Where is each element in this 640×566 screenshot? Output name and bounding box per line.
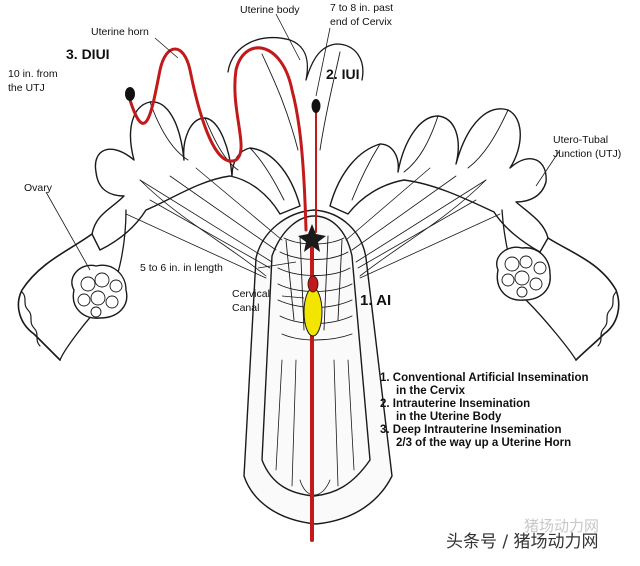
left-ovary [71, 264, 128, 319]
label-cervical-1: Cervical [232, 288, 270, 300]
label-iui: 2. IUI [326, 66, 360, 82]
iui-deposit [311, 99, 321, 113]
label-length: 5 to 6 in. in length [140, 262, 223, 274]
right-oviduct [547, 237, 620, 361]
semen-deposit [303, 287, 323, 337]
label-past-cervix-1: 7 to 8 in. past [330, 2, 394, 14]
right-ovary [496, 246, 551, 301]
label-utj-1: Utero-Tubal [553, 134, 609, 146]
cervix-inner-outline [261, 215, 371, 497]
legend-item-1: 1. Conventional Artificial Insemination [380, 372, 589, 384]
legend: 1. Conventional Artificial Insemination … [380, 372, 589, 450]
broad-ligament [125, 167, 501, 279]
legend-item-3: 3. Deep Intrauterine Insemination [380, 424, 562, 436]
leader-length [257, 261, 297, 269]
label-past-cervix-2: end of Cervix [330, 16, 392, 28]
label-diui: 3. DIUI [66, 46, 110, 62]
label-uterine-horn: Uterine horn [91, 26, 149, 38]
left-oviduct [17, 233, 93, 361]
leader-utj [535, 149, 561, 187]
right-uterine-horn [329, 108, 549, 253]
left-uterine-horn [91, 101, 301, 251]
legend-item-2-detail: in the Uterine Body [396, 411, 502, 423]
label-from-utj-1: 10 in. from [8, 68, 58, 80]
catheter-bulb [307, 275, 319, 293]
label-utj-2: Junction (UTJ) [553, 148, 622, 160]
label-ai: 1. AI [360, 292, 392, 309]
label-ovary: Ovary [24, 182, 53, 194]
cervical-folds [277, 235, 353, 341]
leader-cervix [315, 27, 331, 97]
watermark-brand: 猪场动力网 [524, 517, 600, 535]
label-cervical-2: Canal [232, 302, 260, 314]
leader-canal [281, 295, 305, 299]
label-uterine-body: Uterine body [240, 4, 300, 16]
uterine-body-top [227, 36, 364, 81]
legend-item-1-detail: in the Cervix [396, 385, 466, 397]
label-from-utj-2: the UTJ [8, 82, 45, 94]
leader-ovary [45, 191, 91, 271]
diui-deposit [125, 87, 135, 101]
catheter-tip-star [298, 224, 326, 252]
vagina-lines [275, 359, 355, 496]
legend-item-2: 2. Intrauterine Insemination [380, 398, 531, 410]
legend-item-3-detail: 2/3 of the way up a Uterine Horn [396, 437, 572, 449]
leader-body [275, 13, 301, 61]
leader-horn [154, 37, 179, 59]
watermark-source: 头条号 / 猪场动力网 [446, 532, 599, 552]
